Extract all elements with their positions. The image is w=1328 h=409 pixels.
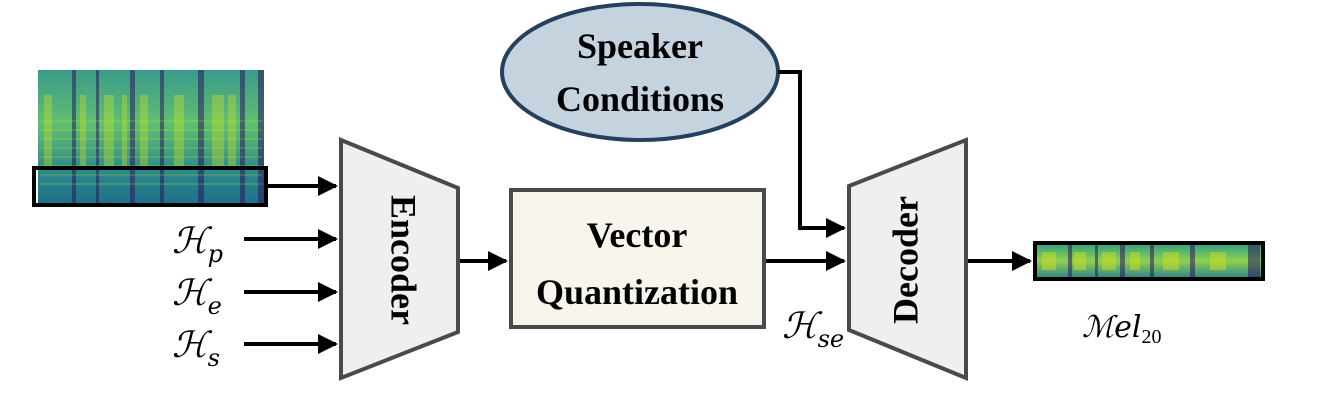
spectrogram-texture <box>1150 245 1154 277</box>
arrow-speaker-to-decoder <box>778 70 846 238</box>
vector-quantization-node: Vector Quantization <box>509 188 766 329</box>
spectrogram-texture <box>140 95 148 170</box>
spectrogram-texture <box>72 70 76 205</box>
arrows <box>244 70 1032 354</box>
spectrogram-texture <box>258 70 264 205</box>
spectrogram-texture <box>122 95 127 170</box>
hse-label: ℋse <box>782 306 844 353</box>
encoder-trapezoid <box>339 137 460 381</box>
speaker-conditions-node: Speaker Conditions <box>500 2 780 142</box>
decoder-label: Decoder <box>885 196 925 324</box>
spectrogram-texture <box>40 138 262 140</box>
spectrogram-texture <box>212 95 224 170</box>
spectrogram-texture <box>198 70 204 205</box>
speaker-conditions-line2: Conditions <box>556 79 724 119</box>
spectrogram-texture <box>40 156 262 158</box>
input-label-he: ℋe <box>172 273 222 320</box>
spectrogram-texture <box>1095 245 1098 277</box>
output-spectrogram <box>1033 241 1265 281</box>
spectrogram-texture <box>1163 252 1179 270</box>
spectrogram-texture <box>1190 245 1195 277</box>
spectrogram-texture <box>104 95 114 170</box>
encoder-node: Encoder <box>339 137 460 381</box>
output-spectrogram-border <box>1033 241 1265 281</box>
spectrogram-texture <box>40 129 262 131</box>
spectrogram-texture <box>1130 252 1140 270</box>
decoder-trapezoid <box>847 137 968 381</box>
vq-line2: Quantization <box>536 272 738 312</box>
spectrogram-texture <box>240 70 245 205</box>
input-label-hs: ℋs <box>172 325 220 372</box>
spectrogram-texture <box>1102 252 1116 270</box>
input-label-hp: ℋp <box>172 221 223 268</box>
spectrogram-texture <box>40 183 262 185</box>
input-spectrogram <box>32 70 268 207</box>
spectrogram-texture <box>160 70 164 205</box>
spectrogram-texture <box>1074 252 1086 270</box>
input-labels: ℋp ℋe ℋs <box>172 221 223 372</box>
spectrogram-texture <box>40 174 262 176</box>
spectrogram-texture <box>80 95 86 170</box>
mel-output-label: ℳel20 <box>1082 310 1161 348</box>
spectrogram-texture <box>228 95 236 170</box>
spectrogram-texture <box>174 95 184 170</box>
spectrogram-texture <box>40 147 262 149</box>
spectrogram-texture <box>1120 245 1125 277</box>
spectrogram-texture <box>1210 252 1226 270</box>
vector-quantization-box <box>509 188 766 329</box>
encoder-label: Encoder <box>384 195 424 325</box>
spectrogram-texture <box>1042 252 1056 270</box>
speaker-conditions-ellipse <box>500 2 780 142</box>
spectrogram-texture <box>96 70 99 205</box>
spectrogram-texture <box>44 95 52 170</box>
vq-line1: Vector <box>587 215 688 255</box>
spectrogram-texture <box>1068 245 1072 277</box>
spectrogram-texture <box>130 70 135 205</box>
spectrogram-texture <box>40 120 262 122</box>
decoder-node: Decoder <box>847 137 968 381</box>
speaker-conditions-line1: Speaker <box>577 26 703 66</box>
spectrogram-texture <box>1248 245 1260 277</box>
